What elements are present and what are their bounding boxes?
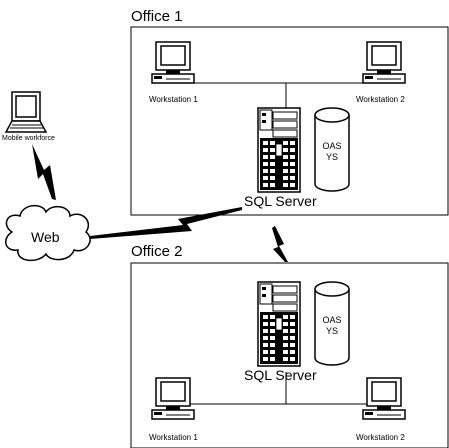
laptop-to-web-link xyxy=(32,144,56,200)
cloud-icon xyxy=(5,204,91,262)
office-2-database-label: OAS YS xyxy=(315,315,349,337)
mobile-workforce-label: Mobile workforce xyxy=(2,135,55,142)
office-2-server-label: SQL Server xyxy=(244,367,317,383)
office-2-database-label-line-1: OAS xyxy=(322,315,342,325)
office-2-title: Office 2 xyxy=(131,243,183,260)
office-1-workstation-1-icon xyxy=(151,41,195,84)
office-1-workstation-2-label: Workstation 2 xyxy=(356,95,405,104)
office-2-database-label-line-2: YS xyxy=(325,326,338,336)
web-label: Web xyxy=(31,229,60,245)
office-2-workstation-2-label: Workstation 2 xyxy=(356,433,405,442)
web-to-office-1-link xyxy=(90,207,242,239)
office-1-box xyxy=(130,26,449,216)
office-1-title: Office 1 xyxy=(131,8,183,25)
office-1-server-label: SQL Server xyxy=(244,193,317,209)
office-1-database-label-line-1: OAS xyxy=(322,141,342,151)
office-2-box xyxy=(130,262,449,448)
office-2-to-office-1-link xyxy=(272,226,288,262)
office-1-server-icon xyxy=(257,107,301,193)
office-2-workstation-2-icon xyxy=(362,377,406,420)
office-2-workstation-1-icon xyxy=(151,377,195,420)
office-2-workstation-1-label: Workstation 1 xyxy=(149,433,198,442)
office-1-workstation-1-label: Workstation 1 xyxy=(149,95,198,104)
laptop-icon xyxy=(4,91,48,133)
office-1-database-label-line-2: YS xyxy=(325,152,338,162)
office-1-workstation-2-icon xyxy=(362,41,406,84)
office-1-database-label: OAS YS xyxy=(315,141,349,163)
office-2-server-icon xyxy=(257,281,301,367)
